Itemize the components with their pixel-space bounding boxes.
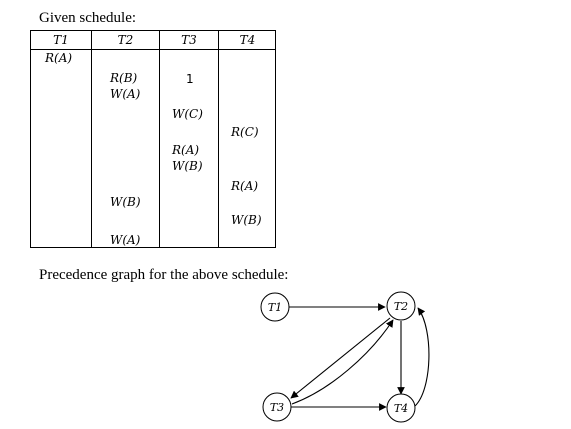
op-t2-write-a-2: W(A) xyxy=(110,233,141,247)
op-t4-read-c: R(C) xyxy=(231,125,259,139)
graph-caption: Precedence graph for the above schedule: xyxy=(39,267,289,283)
header-t4: T4 xyxy=(219,31,276,50)
node-t3-label: T3 xyxy=(270,401,284,414)
op-t2-read-b: R(B) xyxy=(110,71,138,85)
column-t2: T2 R(B) W(A) W(B) W(A) xyxy=(92,31,160,247)
header-t2: T2 xyxy=(92,31,159,50)
op-t2-write-b: W(B) xyxy=(110,195,141,209)
column-t3: T3 1 W(C) R(A) W(B) xyxy=(160,31,219,247)
op-t4-write-b: W(B) xyxy=(231,213,262,227)
node-t4: T4 xyxy=(386,393,416,423)
edge-t3-t2 xyxy=(291,319,394,405)
column-t4: T4 R(C) R(A) W(B) xyxy=(219,31,276,247)
node-t2-label: T2 xyxy=(394,300,408,313)
op-t3-marker: 1 xyxy=(186,72,194,86)
op-t3-write-b: W(B) xyxy=(172,159,203,173)
edge-t2-t3 xyxy=(290,317,391,399)
op-t4-read-a: R(A) xyxy=(231,179,259,193)
schedule-caption: Given schedule: xyxy=(39,10,137,26)
node-t2: T2 xyxy=(386,291,416,321)
node-t1: T1 xyxy=(260,292,290,322)
schedule-table: T1 R(A) T2 R(B) W(A) W(B) W(A) T3 1 W(C)… xyxy=(30,30,276,248)
node-t4-label: T4 xyxy=(394,402,408,415)
op-t1-read-a: R(A) xyxy=(45,51,73,65)
graph-edges xyxy=(289,303,430,411)
header-t3: T3 xyxy=(160,31,218,50)
op-t2-write-a: W(A) xyxy=(110,87,141,101)
node-t1-label: T1 xyxy=(268,301,282,314)
op-t3-write-c: W(C) xyxy=(172,107,203,121)
header-t1: T1 xyxy=(31,31,91,50)
node-t3: T3 xyxy=(262,392,292,422)
op-t3-read-a: R(A) xyxy=(172,143,200,157)
edge-t4-t2 xyxy=(414,307,430,407)
column-t1: T1 R(A) xyxy=(31,31,92,247)
